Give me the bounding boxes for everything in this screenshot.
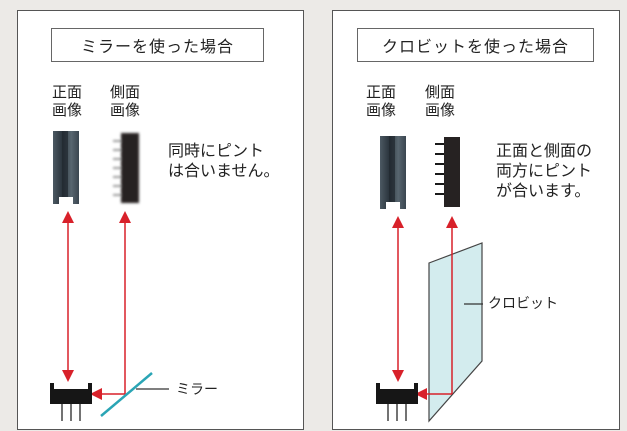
mirror-callout-label: ミラー: [176, 382, 218, 398]
mirror-panel-title: ミラーを使った場合: [51, 28, 264, 62]
kurobit-diagram-graphics: [376, 136, 483, 423]
mirror-note: 同時にピント は合いません。: [168, 141, 280, 180]
front-image-label: 正面 画像: [366, 83, 397, 119]
front-image-label: 正面 画像: [52, 83, 83, 119]
diagram-stage: ミラーを使った場合 正面 画像 側面 画像 同時にピント は合いません。 ミラー: [17, 10, 620, 430]
side-image-label: 側面 画像: [425, 83, 456, 119]
front-image-focused: [380, 136, 406, 209]
mirror-diagram-graphics: [50, 131, 169, 421]
component-icon: [376, 383, 418, 421]
side-image-label: 側面 画像: [110, 83, 141, 119]
kurobit-note: 正面と側面の 両方にピント が合います。: [496, 141, 593, 200]
front-image-focused: [53, 131, 79, 204]
side-image-focused: [435, 137, 460, 207]
kurobit-panel-title: クロビットを使った場合: [357, 28, 594, 62]
side-image-blurred: [113, 133, 139, 203]
kurobit-callout-label: クロビット: [488, 296, 558, 312]
component-icon: [50, 383, 92, 421]
kurobit-prism: [428, 242, 483, 423]
mirror: [100, 372, 153, 417]
mirror-panel: ミラーを使った場合 正面 画像 側面 画像 同時にピント は合いません。 ミラー: [17, 10, 304, 430]
kurobit-panel: クロビットを使った場合 正面 画像 側面 画像 正面と側面の 両方にピント が合…: [332, 10, 620, 430]
